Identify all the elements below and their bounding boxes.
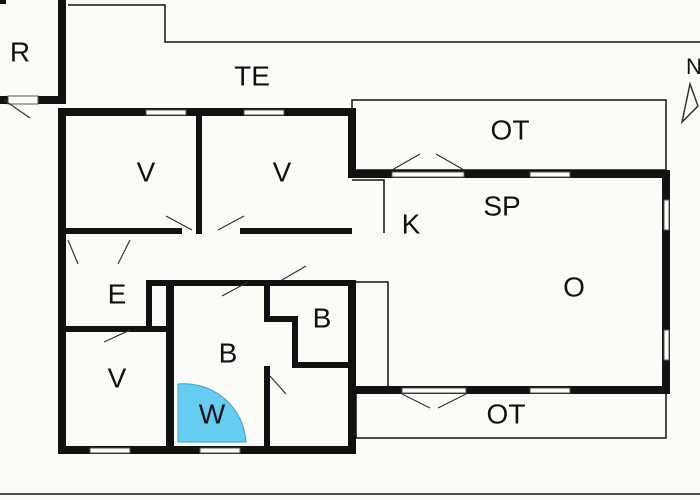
- windows: [89, 109, 670, 454]
- room-label-te: TE: [234, 60, 270, 91]
- room-label-k: K: [402, 208, 421, 239]
- compass-letter: N: [686, 54, 700, 79]
- bath-fixture: [177, 383, 247, 443]
- room-label-o: O: [563, 271, 585, 302]
- north-arrow-icon: N: [680, 54, 700, 125]
- room-label-v-upper-left: V: [137, 156, 156, 187]
- room-label-r: R: [10, 36, 30, 67]
- room-label-v-lower: V: [108, 362, 127, 393]
- room-labels: R TE V V OT SP K O E B B V W OT: [10, 36, 585, 429]
- room-label-sp: SP: [483, 190, 520, 221]
- r-annex-walls: [0, 0, 66, 119]
- room-label-v-upper-mid: V: [273, 156, 292, 187]
- room-label-ot-bottom: OT: [487, 398, 526, 429]
- room-label-e: E: [108, 278, 127, 309]
- room-label-ot-top: OT: [491, 114, 530, 145]
- room-label-w: W: [199, 398, 226, 429]
- room-label-b-bath: B: [219, 337, 238, 368]
- room-label-b-small: B: [313, 302, 332, 333]
- doors: [67, 153, 467, 409]
